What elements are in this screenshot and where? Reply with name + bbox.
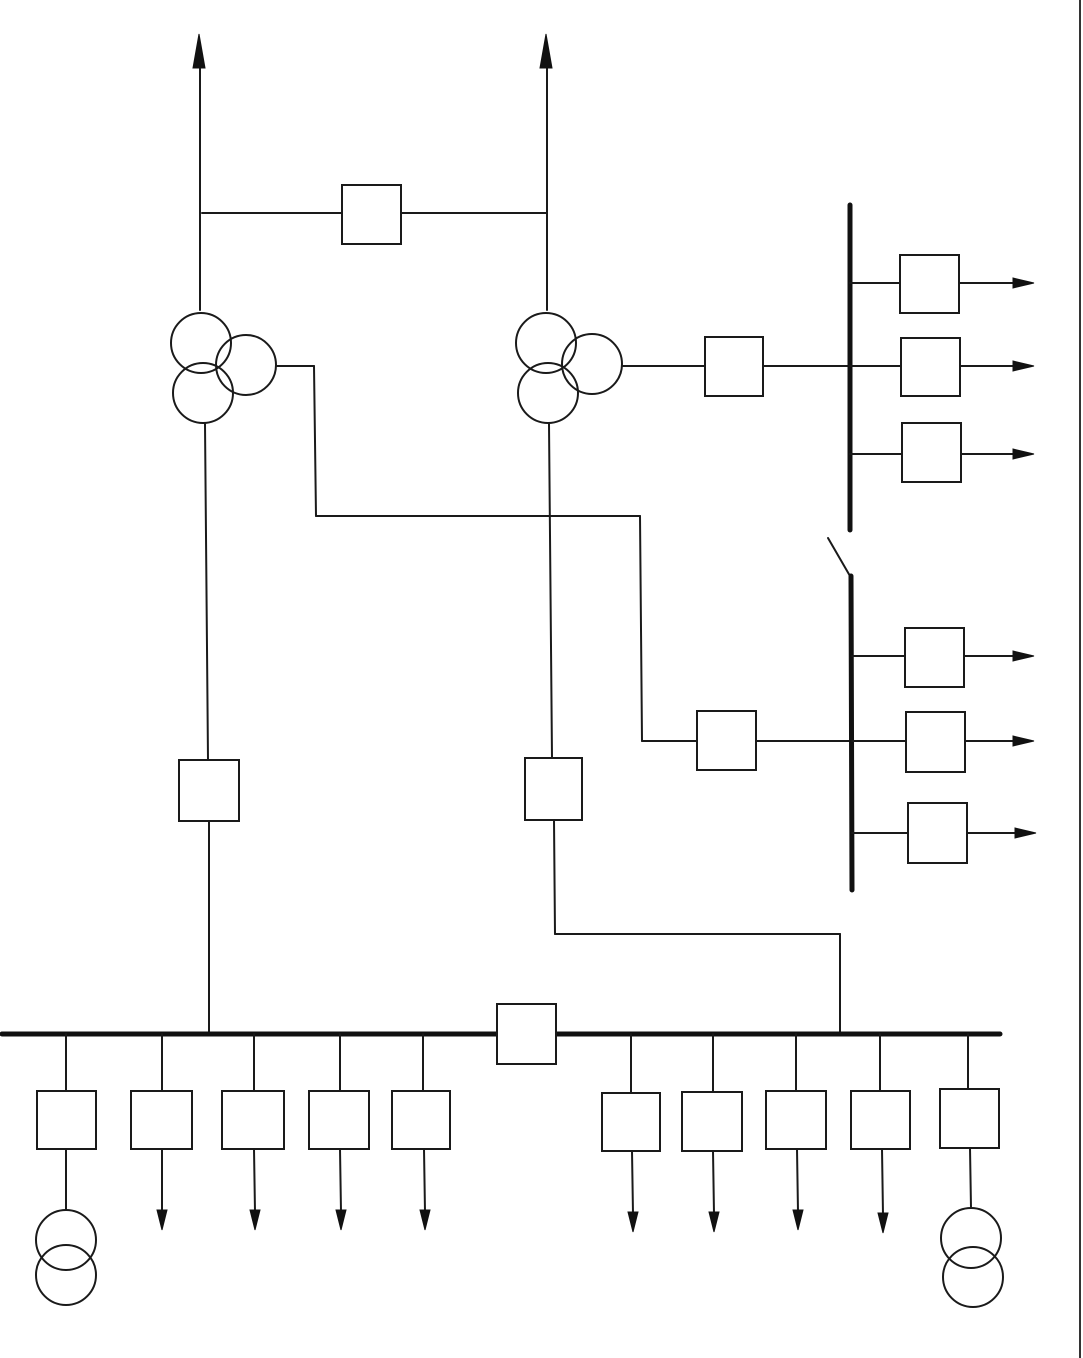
arrow-right-icon: [1012, 735, 1035, 747]
arrow-right-icon: [1012, 360, 1035, 372]
arrow-down-icon: [419, 1209, 431, 1231]
transformer-2w-right: [940, 1207, 1004, 1308]
lower-feeder-6: [681, 1033, 743, 1233]
lower-feeder-1: [130, 1033, 193, 1231]
arrow-down-icon: [249, 1209, 261, 1231]
disconnector-switch: [827, 537, 851, 577]
arrow-right-icon: [1014, 827, 1037, 839]
feeder-middle-2: [851, 711, 1035, 773]
feeder-upper-1: [849, 254, 1035, 314]
arrow-down-icon: [335, 1209, 347, 1231]
lower-feeder-4: [391, 1033, 451, 1231]
arrow-right-icon: [1012, 650, 1035, 662]
breaker-middle-incomer: [696, 710, 757, 771]
lower-feeder-7: [765, 1033, 827, 1231]
right-transformer-tertiary-line: [621, 336, 851, 397]
outgoing-line-left-top: [192, 33, 206, 311]
feeder-upper-3: [849, 422, 1035, 483]
lower-feeder-2: [221, 1033, 285, 1231]
right-transformer-lower-feeder: [524, 423, 841, 1035]
top-tie-line: [201, 184, 548, 245]
lower-feeder-transformer-left: [35, 1033, 97, 1306]
left-transformer-tertiary-line: [276, 365, 853, 771]
outgoing-line-right-top: [539, 33, 553, 311]
arrow-down-icon: [627, 1211, 639, 1233]
arrow-up-icon: [539, 33, 553, 69]
arrow-down-icon: [708, 1211, 720, 1233]
busbar-upper-right: [847, 202, 1035, 533]
left-transformer-lower-feeder: [178, 423, 240, 1035]
transformer-3w-right: [515, 312, 623, 424]
breaker-upper-incomer: [704, 336, 764, 397]
breaker-right-vertical: [524, 757, 583, 821]
feeder-middle-1: [851, 627, 1035, 688]
arrow-down-icon: [156, 1209, 168, 1231]
arrow-down-icon: [792, 1209, 804, 1231]
lower-feeder-3: [308, 1033, 370, 1231]
arrow-up-icon: [192, 33, 206, 69]
busbar-lower: [0, 1003, 1003, 1065]
breaker-left-vertical: [178, 759, 240, 822]
lower-feeder-transformer-right: [939, 1033, 1004, 1308]
transformer-2w-left: [35, 1209, 97, 1306]
feeder-upper-2: [849, 337, 1035, 397]
transformer-3w-left: [170, 312, 277, 424]
lower-feeder-8: [850, 1033, 911, 1234]
arrow-right-icon: [1012, 448, 1035, 460]
arrow-right-icon: [1012, 277, 1035, 289]
feeder-middle-3: [851, 802, 1037, 864]
lower-feeder-5: [601, 1033, 661, 1233]
arrow-down-icon: [877, 1212, 889, 1234]
breaker-bus-section: [496, 1003, 557, 1065]
busbar-middle-right: [848, 573, 1037, 893]
breaker-top-tie: [341, 184, 402, 245]
